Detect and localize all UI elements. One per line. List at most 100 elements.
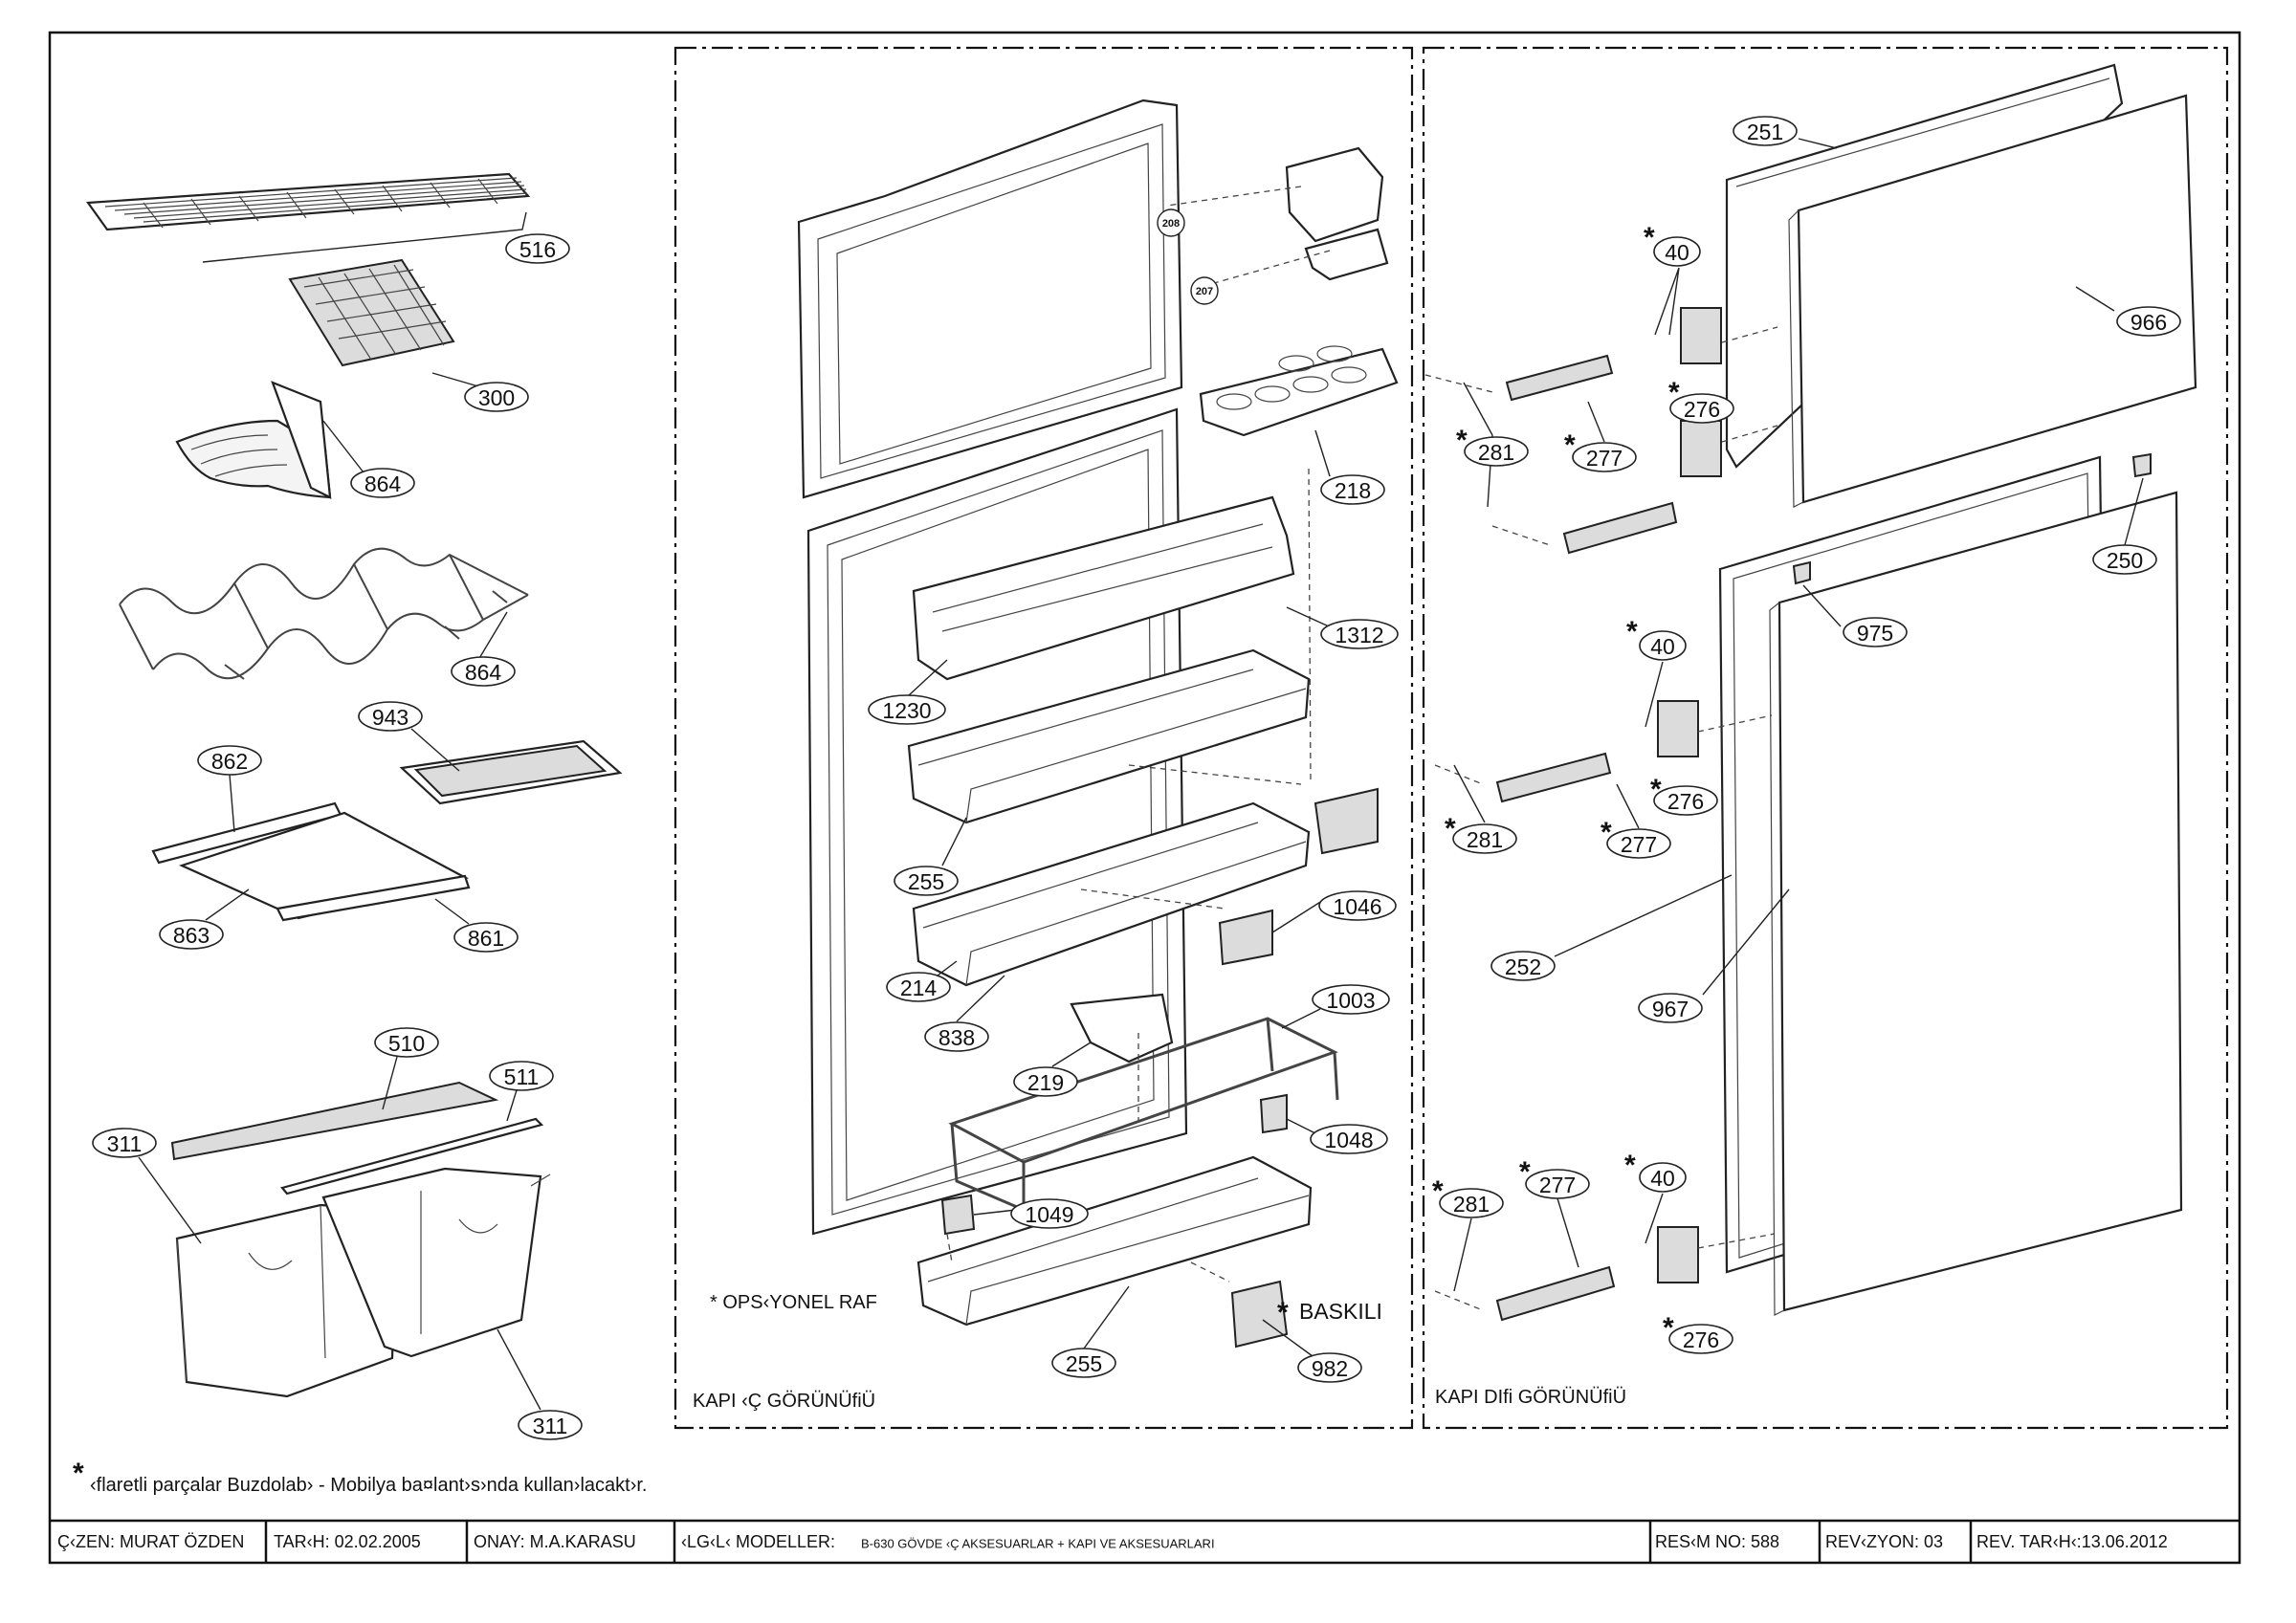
hinge-brackets: [1657, 307, 1722, 1283]
small-callout-circle: [1190, 276, 1219, 305]
callout-ellipse: [1320, 474, 1385, 505]
part-966-freezer-door: [1788, 94, 2197, 508]
title-approved: ONAY: M.A.KARASU: [474, 1532, 636, 1551]
leader-281c: [1453, 1217, 1472, 1292]
callout-ellipse: [1639, 1162, 1687, 1193]
callout-ellipse: [1653, 236, 1701, 267]
callout-label: 1049: [1025, 1202, 1073, 1227]
callout-label: 311: [533, 1414, 568, 1438]
leader-863: [205, 888, 250, 921]
part-1230-1312-dairy-shelf: [912, 495, 1295, 681]
callout-c1046: 1046: [1318, 890, 1397, 921]
part-862-863-861-shelf-set: [151, 801, 471, 922]
part-255-door-shelf-upper: [907, 648, 1311, 824]
title-drawn-by: Ç‹ZEN: MURAT ÖZDEN: [57, 1532, 244, 1551]
callout-c40c: 40: [1639, 1162, 1687, 1193]
callout-c838: 838: [924, 1021, 989, 1052]
callout-label: 1230: [882, 698, 931, 723]
part-218-egg-tray: [1199, 345, 1399, 437]
leader-967: [1702, 888, 1790, 996]
part-510-511-crisper-cover: [170, 1081, 544, 1195]
leader-838: [956, 975, 1005, 1022]
callout-label: 511: [504, 1064, 540, 1089]
callout-label: 510: [388, 1031, 425, 1056]
leader-250: [2124, 477, 2144, 546]
part-943-glass: [399, 739, 623, 805]
callout-ellipse: [1010, 1198, 1089, 1229]
leader-281b: [1453, 764, 1486, 823]
callout-ellipse: [453, 922, 519, 953]
part-freezer-door-inner: [797, 99, 1183, 499]
callout-c511: 511: [489, 1061, 554, 1091]
callout-label: 1003: [1326, 988, 1375, 1013]
callout-ellipse: [1310, 1124, 1388, 1154]
leader-251: [1798, 138, 1838, 149]
callout-ellipse: [1318, 890, 1397, 921]
door-outside-frame: [1422, 46, 2229, 1430]
callout-c281c: 281: [1439, 1188, 1504, 1218]
callout-c966: 966: [2116, 306, 2181, 337]
part-982-label-clip: [1230, 1280, 1289, 1349]
callout-label: 276: [1684, 397, 1720, 422]
leader-1046: [1271, 898, 1326, 933]
svg-text:*: *: [1564, 429, 1576, 461]
callout-ellipse: [1669, 393, 1734, 424]
leader-277b: [1616, 783, 1640, 829]
callout-ellipse: [1320, 619, 1399, 649]
callout-label: 864: [465, 660, 502, 685]
title-description: B-630 GÖVDE ‹Ç AKSESUARLAR + KAPI VE AKS…: [861, 1537, 1215, 1551]
callout-label: 214: [900, 976, 938, 1000]
callout-ellipse: [886, 972, 951, 1002]
title-models-label: ‹LG‹L‹ MODELLER:: [681, 1532, 835, 1551]
title-revision-date: REV. TAR‹H‹:13.06.2012: [1976, 1532, 2168, 1551]
callout-label: 277: [1621, 832, 1657, 857]
callout-c277a: 277: [1572, 442, 1637, 472]
callout-c300: 300: [464, 382, 529, 412]
callout-c864a: 864: [350, 468, 415, 498]
callout-label: 251: [1747, 120, 1783, 144]
callout-label: 252: [1505, 954, 1541, 979]
callout-c277b: 277: [1606, 828, 1671, 859]
leader-862: [229, 774, 235, 833]
callout-c276a: 276: [1669, 393, 1734, 424]
callout-label: 516: [519, 237, 556, 262]
title-block: Ç‹ZEN: MURAT ÖZDEN TAR‹H: 02.02.2005 ONA…: [50, 1519, 2240, 1563]
callout-label: 838: [938, 1025, 975, 1050]
callout-label: 864: [364, 472, 402, 496]
callout-c864b: 864: [451, 656, 516, 687]
leader-861: [434, 898, 470, 925]
callout-ellipse: [1572, 442, 1637, 472]
callout-label: 967: [1652, 997, 1689, 1021]
callout-ellipse: [350, 468, 415, 498]
callout-c1230: 1230: [868, 694, 946, 725]
leader-218: [1314, 429, 1331, 477]
leader-311a: [138, 1156, 202, 1244]
callout-ellipse: [868, 694, 946, 725]
callout-ellipse: [1733, 116, 1798, 146]
guide-egg-holder: [1166, 186, 1331, 286]
optional-shelf-note: * OPS‹YONEL RAF: [710, 1292, 877, 1313]
callout-ellipse: [1639, 630, 1687, 661]
callout-label: 218: [1335, 478, 1371, 503]
leader-864b: [477, 611, 508, 661]
leader-252: [1554, 874, 1733, 957]
part-967-fridge-door: [1769, 491, 2183, 1316]
callout-c510: 510: [374, 1027, 439, 1058]
leader-1230: [908, 659, 948, 696]
part-1003-bottle-rail: [948, 1017, 1339, 1213]
leader-40c: [1645, 1193, 1664, 1244]
svg-text:*: *: [1277, 1297, 1289, 1328]
leader-1312: [1286, 606, 1330, 627]
svg-text:*: *: [73, 1458, 84, 1489]
callout-label: 281: [1478, 440, 1514, 465]
callout-label: 300: [478, 385, 515, 410]
callout-label: 281: [1467, 827, 1503, 852]
callout-c1312: 1312: [1320, 619, 1399, 649]
asterisk-note: ‹flaretli parçalar Buzdolab› - Mobilya b…: [90, 1475, 647, 1496]
callout-ellipse: [1464, 436, 1529, 467]
leader-214: [937, 960, 958, 976]
svg-text:*: *: [1624, 1150, 1636, 1181]
printed-note: BASKILI: [1299, 1299, 1382, 1324]
leader-982: [1262, 1319, 1314, 1357]
